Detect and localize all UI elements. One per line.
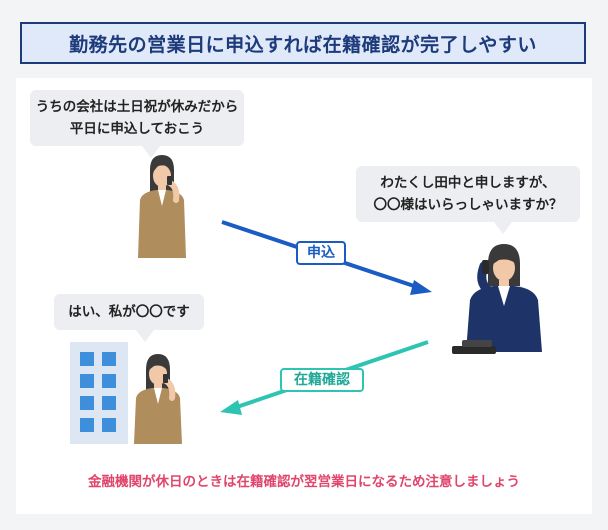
applicant-speech-line-1: うちの会社は土日祝が休みだから [35, 99, 239, 115]
employee-speech-text: はい、私が〇〇です [68, 304, 190, 320]
office-building-icon [70, 342, 128, 444]
lender-speech-line-1: わたくし田中と申しますが、 [380, 175, 556, 191]
lender-operator-icon [452, 244, 542, 354]
speech-tail [142, 146, 160, 158]
employee-speech-bubble: はい、私が〇〇です [54, 294, 204, 342]
applicant-person-icon [138, 155, 186, 258]
apply-label: 申込 [296, 241, 346, 265]
applicant-speech-line-2: 平日に申込しておこう [69, 121, 205, 137]
speech-tail [494, 222, 512, 234]
employee-person-icon [134, 354, 182, 444]
page-title: 勤務先の営業日に申込すれば在籍確認が完了しやすい [20, 22, 586, 64]
employment-check-label: 在籍確認 [280, 368, 364, 392]
caution-note: 金融機関が休日のときは在籍確認が翌営業日になるため注意しましょう [88, 474, 520, 490]
lender-speech-line-2: 〇〇様はいらっしゃいますか？ [373, 197, 563, 213]
applicant-speech-bubble: うちの会社は土日祝が休みだから 平日に申込しておこう [30, 90, 244, 158]
lender-speech-bubble: わたくし田中と申しますが、 〇〇様はいらっしゃいますか？ [356, 166, 580, 234]
speech-tail [136, 330, 154, 342]
